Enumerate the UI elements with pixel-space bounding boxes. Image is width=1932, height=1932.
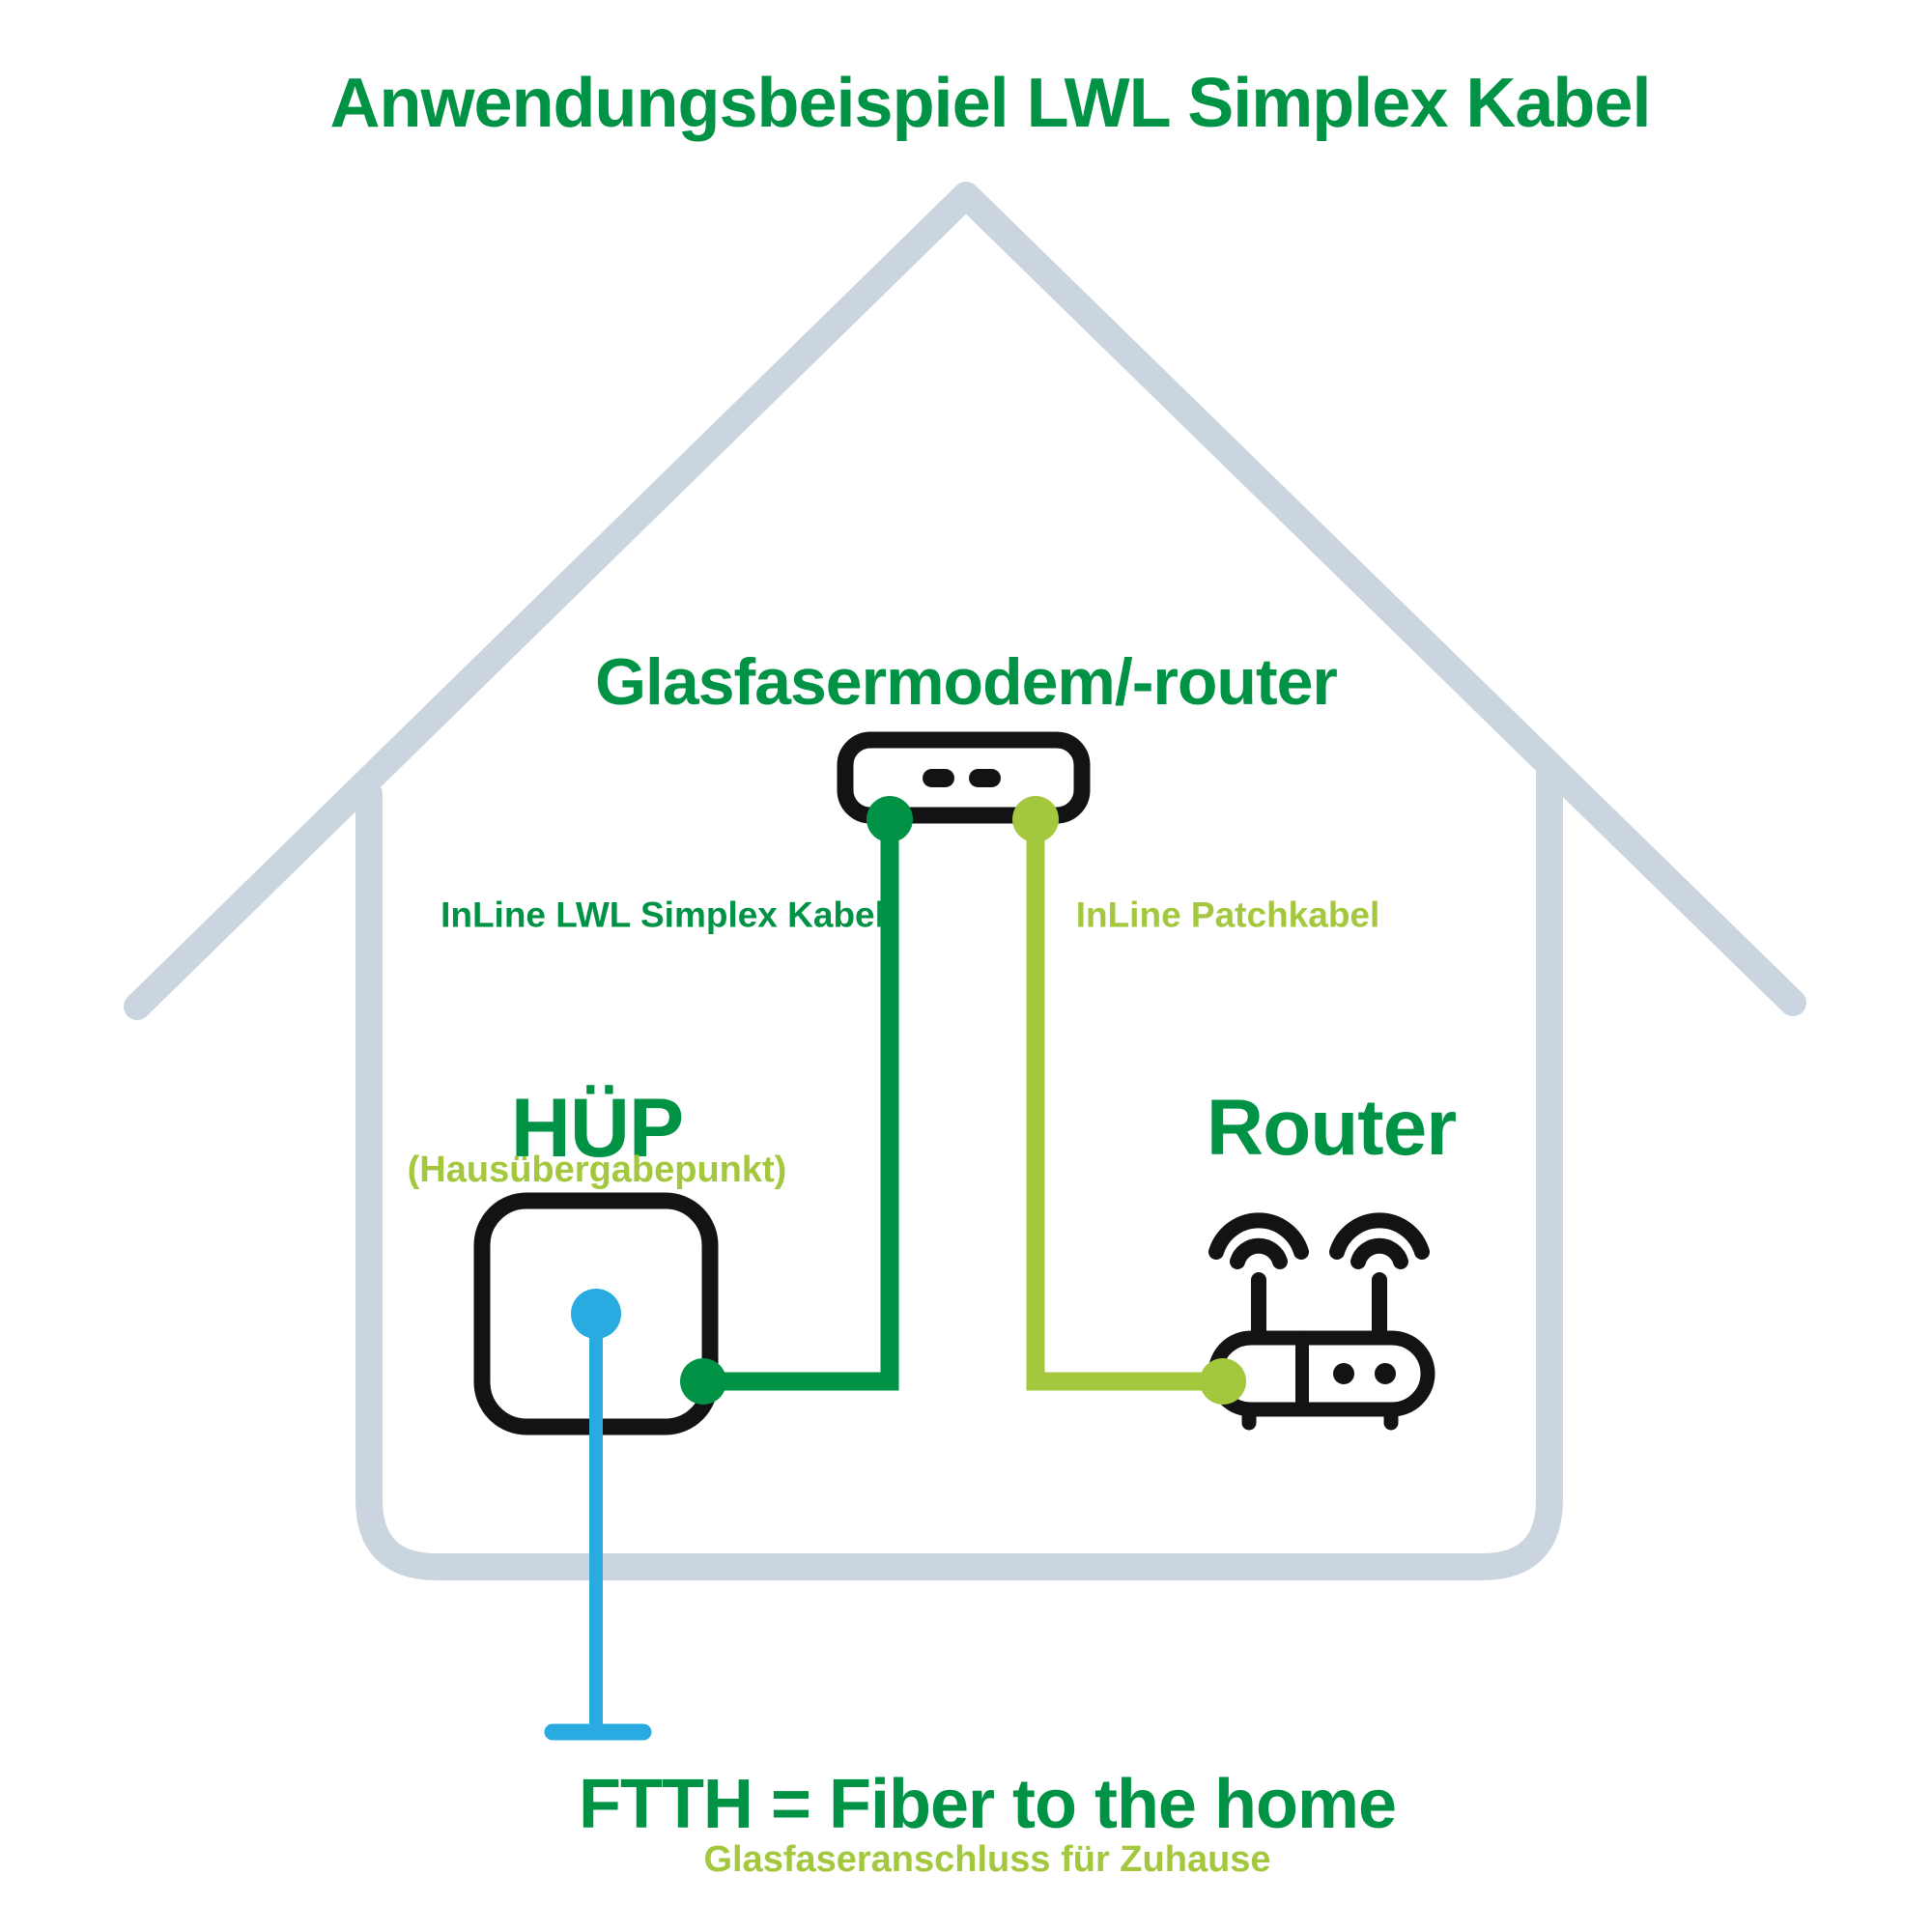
- wifi-signal-right-outer-icon: [1329, 1212, 1430, 1260]
- modem-led-dash-1: [923, 769, 954, 787]
- router-label: Router: [1206, 1084, 1457, 1172]
- patch-port-dot-modem: [1012, 796, 1059, 842]
- house-roof: [124, 182, 1806, 1020]
- simplex-port-dot-hup: [680, 1358, 726, 1405]
- house-outline-icon: [124, 182, 1806, 1580]
- patch-port-dot-router: [1200, 1358, 1246, 1405]
- router-led-dot-2: [1375, 1363, 1396, 1384]
- hup-label: HÜP: [510, 1082, 685, 1175]
- ftth-sublabel: Glasfaseranschluss für Zuhause: [703, 1839, 1271, 1880]
- simplex-cable-path: [708, 817, 899, 1391]
- ftth-fiber-line: [544, 1289, 652, 1741]
- fiber-modem-icon: [837, 731, 1091, 824]
- house-walls: [355, 759, 1563, 1580]
- simplex-port-dot-modem: [867, 796, 913, 842]
- ftth-port-dot-hup: [571, 1289, 621, 1339]
- wifi-signal-left-inner-icon: [1230, 1237, 1288, 1269]
- modem-label: Glasfasermodem/-router: [595, 645, 1338, 719]
- wifi-router-icon: [1208, 1212, 1435, 1431]
- modem-led-dash-2: [969, 769, 1001, 787]
- page-title: Anwendungsbeispiel LWL Simplex Kabel: [329, 65, 1652, 142]
- wifi-signal-right-inner-icon: [1350, 1237, 1408, 1269]
- ftth-label: FTTH = Fiber to the home: [578, 1766, 1397, 1843]
- modem-body: [837, 731, 1091, 824]
- patch-cable-line: [1012, 796, 1246, 1405]
- router-led-dot-1: [1333, 1363, 1354, 1384]
- patch-cable-path: [1026, 817, 1219, 1391]
- wifi-signal-left-outer-icon: [1208, 1212, 1309, 1260]
- hup-sublabel: (Hausübergabepunkt): [407, 1150, 787, 1190]
- simplex-cable-label: InLine LWL Simplex Kabel: [440, 895, 885, 935]
- simplex-cable-line: [680, 796, 913, 1405]
- patch-cable-label: InLine Patchkabel: [1075, 895, 1380, 935]
